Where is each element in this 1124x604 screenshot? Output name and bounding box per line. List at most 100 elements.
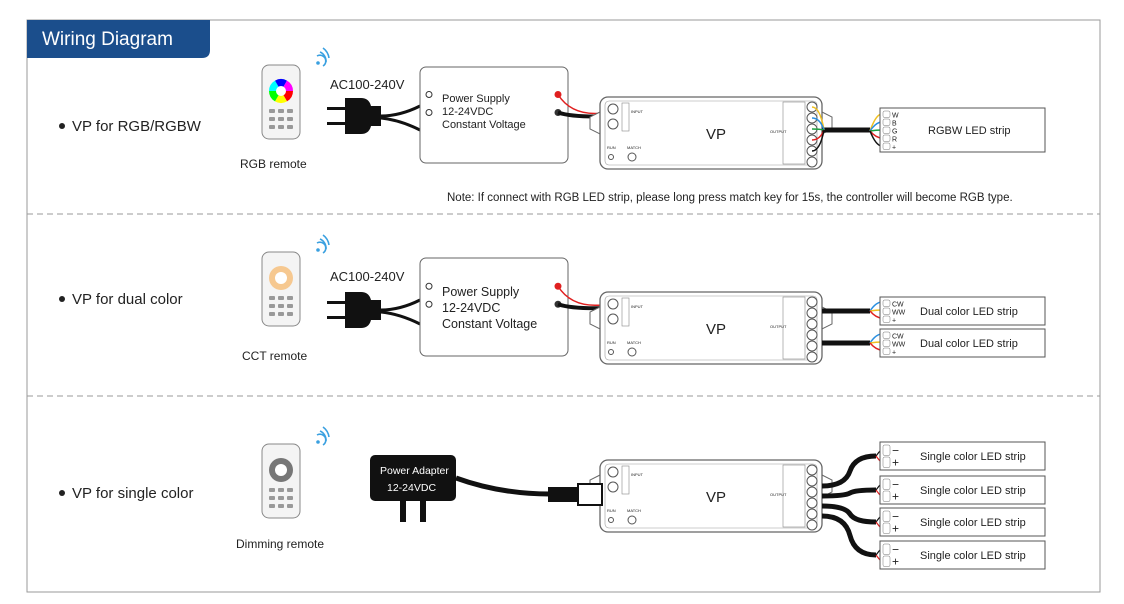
run-label: RUN: [607, 340, 616, 345]
plug-body: [345, 292, 381, 328]
output-terminal: [806, 519, 818, 531]
remote-button: [278, 125, 284, 129]
prong: [327, 316, 349, 319]
output-terminal: [806, 156, 818, 168]
led-strip: −+Single color LED strip: [879, 441, 1046, 471]
strip-pad: [882, 118, 891, 126]
output-label: OUTPUT: [770, 324, 787, 329]
remote-button: [269, 312, 275, 316]
input-terminal: [607, 103, 619, 115]
strip-box: [879, 296, 1046, 326]
remote-button: [278, 304, 284, 308]
wifi-dot: [316, 248, 320, 252]
wifi-arc: [319, 430, 327, 442]
strip-pin-label: −: [892, 478, 899, 492]
strip-label: Single color LED strip: [920, 550, 1026, 562]
strip-pin-label: +: [892, 555, 899, 569]
output-label-table: [782, 101, 806, 165]
remote-button: [287, 109, 293, 113]
strip-label: Single color LED strip: [920, 485, 1026, 497]
remote-button: [287, 496, 293, 500]
strip-pad: [882, 510, 891, 522]
output-label: OUTPUT: [770, 129, 787, 134]
remote-button: [269, 496, 275, 500]
remote-control: [261, 64, 301, 140]
strip-box: [879, 540, 1046, 570]
strip-label: Dual color LED strip: [920, 338, 1018, 350]
input-label-box: [621, 102, 630, 132]
wifi-arc: [322, 234, 330, 246]
strip-box: [879, 507, 1046, 537]
led-strip: −+Single color LED strip: [879, 475, 1046, 505]
remote-button: [287, 304, 293, 308]
remote-button: [269, 109, 275, 113]
remote-button: [278, 312, 284, 316]
input-terminal: [607, 466, 619, 478]
wifi-dot: [316, 61, 320, 65]
section-single-color: VP for single color Dimming remote: [59, 485, 324, 551]
plug-body: [345, 98, 381, 134]
led-strip: −+Single color LED strip: [879, 507, 1046, 537]
bullet: [59, 296, 65, 302]
wheel-center: [275, 272, 287, 284]
output-terminal: [806, 307, 818, 319]
strip-pin-label: −: [892, 510, 899, 524]
output-cable: [821, 513, 877, 558]
remote-button: [269, 304, 275, 308]
ac-terminal: [425, 90, 433, 98]
strip-pad: [882, 126, 891, 134]
remote-button: [287, 488, 293, 492]
output-label-table: [782, 296, 806, 360]
remote-button: [278, 496, 284, 500]
strip-pad: [882, 555, 891, 567]
input-label: INPUT: [631, 472, 644, 477]
match-button: [627, 152, 637, 162]
ac-input-label: AC100-240V: [330, 269, 405, 284]
strip-label: Dual color LED strip: [920, 306, 1018, 318]
input-label-box: [621, 465, 630, 495]
strip-pad: [882, 307, 891, 315]
psu-line: Constant Voltage: [442, 317, 537, 331]
output-terminal: [806, 464, 818, 476]
strip-pad: [882, 299, 891, 307]
remote-control: [261, 443, 301, 519]
strip-box: [879, 328, 1046, 358]
match-button: [627, 515, 637, 525]
strip-pin-label: +: [892, 317, 896, 324]
title-tab: [27, 20, 210, 58]
wire: [811, 129, 825, 152]
remote-button: [278, 504, 284, 508]
input-label: INPUT: [631, 304, 644, 309]
bullet: [59, 123, 65, 129]
strip-pin-label: CW: [892, 301, 904, 308]
output-terminal: [806, 497, 818, 509]
psu-line: Power Supply: [442, 93, 510, 105]
led-strip: −+Single color LED strip: [879, 540, 1046, 570]
input-label: INPUT: [631, 109, 644, 114]
strip-pin-label: CW: [892, 333, 904, 340]
output-terminal: [806, 508, 818, 520]
strip-pad: [882, 490, 891, 502]
wheel-center: [275, 464, 287, 476]
power-adapter: Power Adapter 12-24VDC: [370, 455, 603, 522]
output-label: OUTPUT: [770, 492, 787, 497]
remote-button: [278, 117, 284, 121]
remote-button: [269, 296, 275, 300]
remote-button: [287, 312, 293, 316]
adapter-line: Power Adapter: [380, 465, 449, 477]
wifi-arc: [319, 238, 327, 250]
output-cable: [821, 453, 877, 489]
prong: [327, 122, 349, 125]
run-label: RUN: [607, 145, 616, 150]
strip-pin-label: +: [892, 522, 899, 536]
cable: [455, 475, 551, 497]
color-wheel-segment: [275, 91, 287, 103]
power-supply: [419, 66, 626, 164]
controller-case: [599, 291, 823, 365]
run-label: RUN: [607, 508, 616, 513]
